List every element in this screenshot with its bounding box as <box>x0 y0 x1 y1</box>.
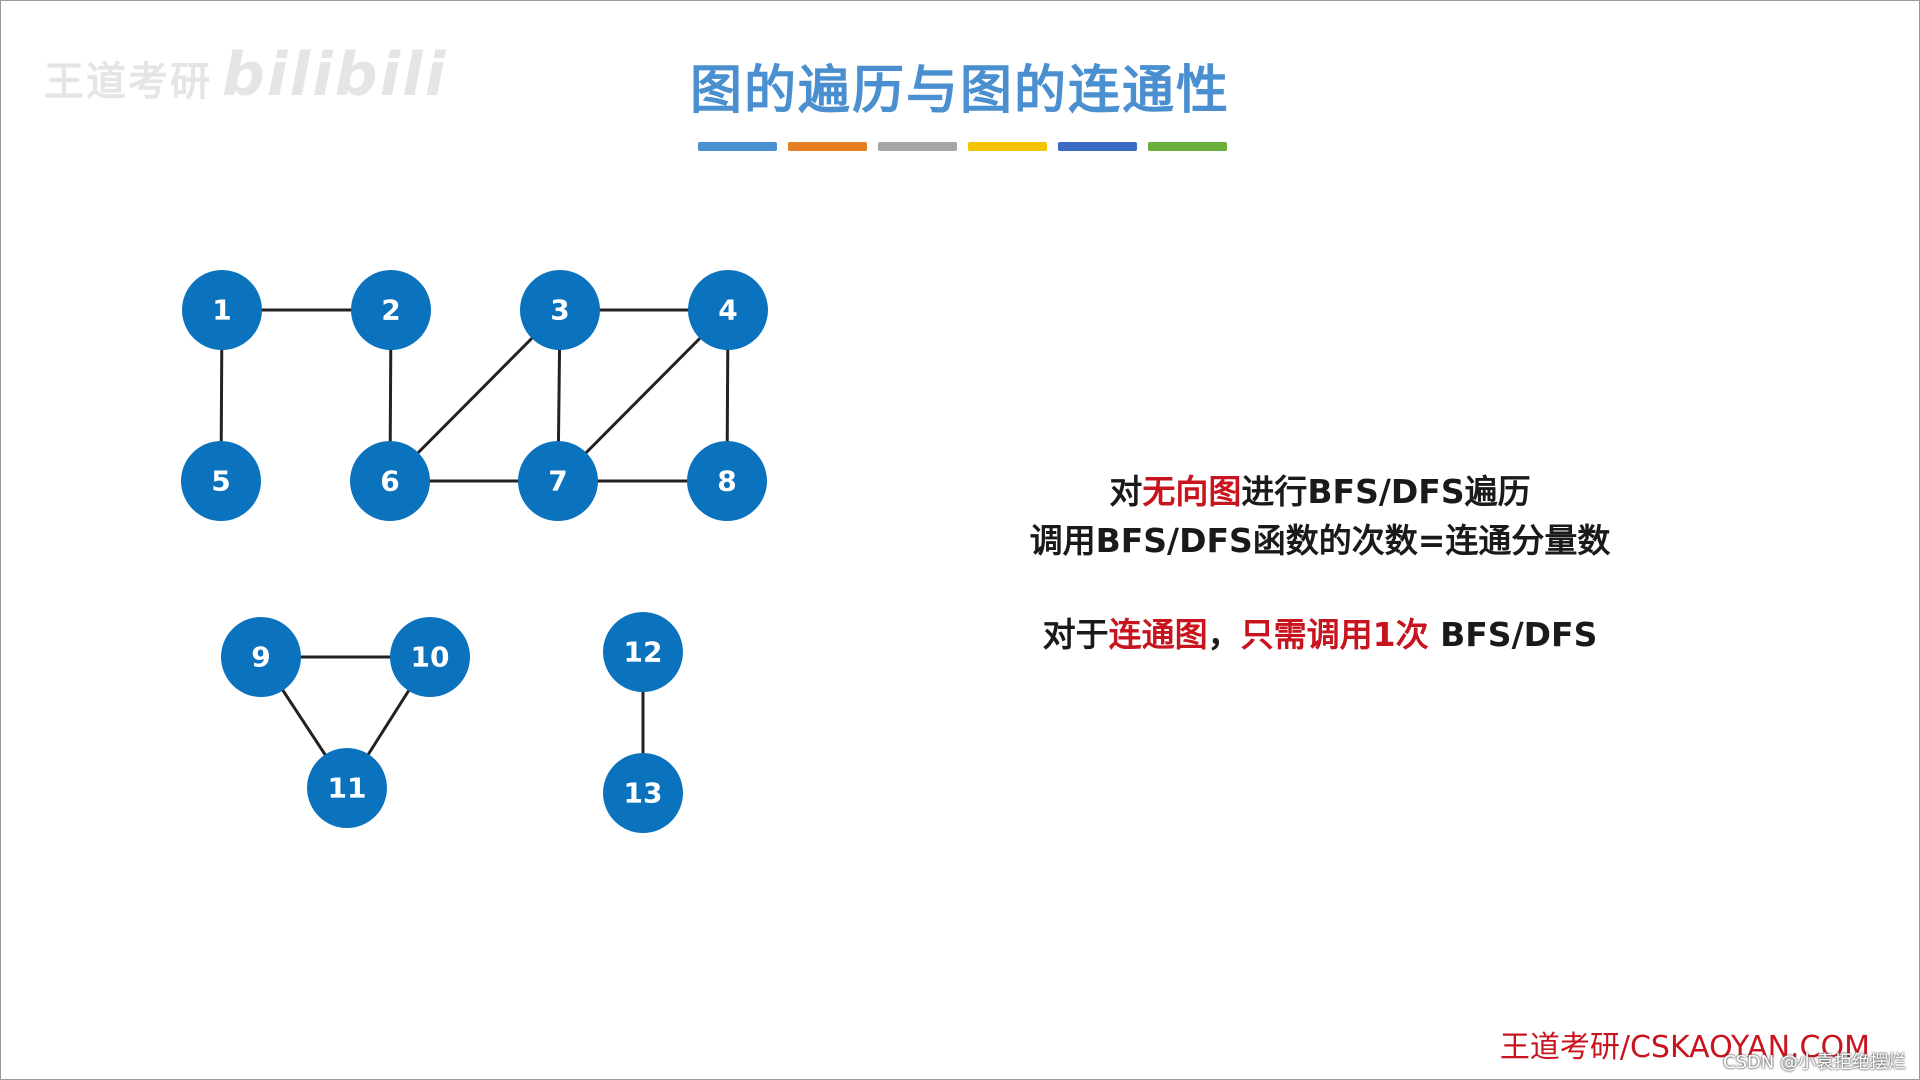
graph-node-4: 4 <box>688 270 768 350</box>
text-line-3: 对于连通图，只需调用1次 BFS/DFS <box>960 608 1680 656</box>
graph-node-label: 9 <box>251 641 270 674</box>
graph-node-9: 9 <box>221 617 301 697</box>
text-line-1: 对无向图进行BFS/DFS遍历 <box>960 465 1680 513</box>
graph-node-11: 11 <box>307 748 387 828</box>
graph-edge-3-6 <box>388 308 562 483</box>
graph-node-label: 11 <box>328 772 367 805</box>
graph-node-label: 12 <box>624 636 663 669</box>
line1-part3: 进行BFS/DFS遍历 <box>1241 472 1531 511</box>
graph-node-label: 7 <box>548 465 567 498</box>
footer-brand: 王道考研/CSKAOYAN.COM <box>1499 1030 1870 1065</box>
color-bar-segment <box>1148 142 1227 151</box>
graph-node-circle <box>518 441 598 521</box>
graph-node-circle <box>688 270 768 350</box>
graph-node-circle <box>351 270 431 350</box>
graph-node-label: 8 <box>717 465 736 498</box>
color-bar <box>698 142 1227 151</box>
text-line-2: 调用BFS/DFS函数的次数=连通分量数 <box>1029 521 1611 560</box>
graph-node-label: 5 <box>211 465 230 498</box>
graph-node-label: 1 <box>212 294 231 327</box>
graph-node-label: 3 <box>550 294 569 327</box>
line3-part2: 连通图 <box>1108 615 1208 654</box>
line1-part2: 无向图 <box>1142 472 1242 511</box>
graph-node-label: 6 <box>380 465 399 498</box>
graph-node-circle <box>182 270 262 350</box>
watermark-text: 王道考研 <box>44 59 212 105</box>
graph-node-label: 2 <box>381 294 400 327</box>
graph-node-circle <box>307 748 387 828</box>
graph-node-circle <box>181 441 261 521</box>
graph-node-12: 12 <box>603 612 683 692</box>
graph-node-label: 4 <box>718 294 737 327</box>
graph-node-7: 7 <box>518 441 598 521</box>
color-bar-segment <box>1058 142 1137 151</box>
graph-node-circle <box>603 753 683 833</box>
line3-part4: 只需调用1次 <box>1240 615 1429 654</box>
graph-node-8: 8 <box>687 441 767 521</box>
line1-part1: 对 <box>1109 472 1143 511</box>
graph-node-circle <box>350 441 430 521</box>
csdn-watermark: CSDN @小袁拒绝摆烂 <box>1722 1052 1906 1073</box>
graph-node-5: 5 <box>181 441 261 521</box>
graph-node-1: 1 <box>182 270 262 350</box>
line3-part3: ， <box>1207 615 1241 654</box>
graph-node-label: 10 <box>411 641 450 674</box>
color-bar-segment <box>698 142 777 151</box>
bilibili-logo: bilibili <box>222 40 448 110</box>
color-bar-segment <box>968 142 1047 151</box>
graph-edge-4-7 <box>556 308 730 483</box>
color-bar-segment <box>788 142 867 151</box>
graph-node-circle <box>687 441 767 521</box>
graph-node-circle <box>221 617 301 697</box>
graph-node-3: 3 <box>520 270 600 350</box>
line3-part5: BFS/DFS <box>1428 615 1598 654</box>
graph-node-circle <box>603 612 683 692</box>
graph-node-label: 13 <box>624 777 663 810</box>
line3-part1: 对于 <box>1042 615 1109 654</box>
graph-node-2: 2 <box>351 270 431 350</box>
graph-node-10: 10 <box>390 617 470 697</box>
graph-node-6: 6 <box>350 441 430 521</box>
slide-title: 图的遍历与图的连通性 <box>689 61 1230 121</box>
color-bar-segment <box>878 142 957 151</box>
graph-node-13: 13 <box>603 753 683 833</box>
graph-node-circle <box>390 617 470 697</box>
graph-node-circle <box>520 270 600 350</box>
